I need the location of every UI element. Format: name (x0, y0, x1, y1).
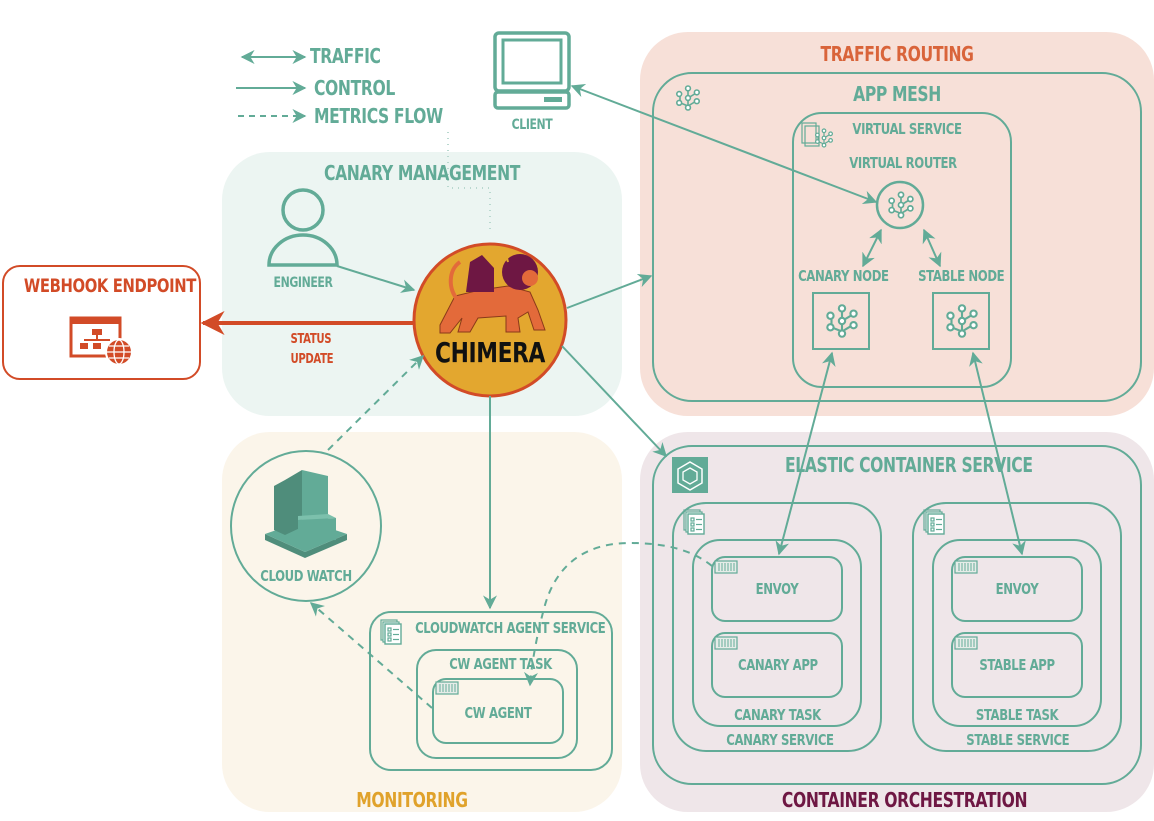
legend-traffic-label: TRAFFIC (310, 44, 381, 68)
canary-envoy-box[interactable] (711, 556, 843, 622)
virtual-router-label: VIRTUAL ROUTER (849, 154, 957, 172)
client-router-traffic (570, 83, 878, 205)
cw-agent-service-label: CLOUDWATCH AGENT SERVICE (415, 619, 606, 637)
stable-envoy-container-icon (954, 560, 978, 574)
cw-agent-to-cloudwatch-metrics (309, 602, 433, 709)
stable-service-icon (923, 509, 945, 535)
virtual-service-label: VIRTUAL SERVICE (852, 120, 962, 138)
engineer-label: ENGINEER (273, 275, 333, 291)
cloudwatch-label: CLOUD WATCH (260, 567, 352, 585)
engineer-to-chimera-arrow (336, 265, 416, 293)
cw-agent-service-icon (380, 619, 402, 645)
cw-agent-task-box[interactable] (416, 649, 578, 759)
virtual-service-box[interactable] (792, 112, 1012, 388)
webhook-web-icon (69, 316, 133, 366)
cw-agent-box[interactable] (432, 678, 564, 744)
stable-envoy-label: ENVOY (995, 580, 1039, 598)
canary-task-label: CANARY TASK (734, 706, 821, 724)
canary-node-box[interactable] (812, 292, 870, 350)
canary-service-icon (683, 509, 705, 535)
webhook-endpoint-box[interactable] (2, 265, 201, 380)
stable-node-envoy-traffic (969, 351, 1026, 556)
canary-management-title: CANARY MANAGEMENT (324, 161, 520, 185)
cw-agent-label: CW AGENT (464, 704, 532, 722)
virtual-router-circle[interactable] (875, 180, 925, 230)
virtual-router-icon (888, 191, 914, 219)
cloudwatch-icon (265, 470, 347, 558)
legend-control-label: CONTROL (314, 76, 395, 100)
container-orchestration-title: CONTAINER ORCHESTRATION (781, 788, 1028, 812)
canary-envoy-container-icon (714, 560, 738, 574)
stable-node-box[interactable] (932, 292, 990, 350)
canary-envoy-label: ENVOY (755, 580, 799, 598)
status-update-label-line2: UPDATE (290, 352, 334, 367)
container-orchestration-region (640, 432, 1154, 812)
canary-app-container-icon (714, 636, 738, 650)
client-computer-icon (493, 31, 571, 110)
cloudwatch-circle[interactable] (230, 450, 382, 602)
webhook-endpoint-title: WEBHOOK ENDPOINT (23, 275, 196, 297)
cloudwatch-agent-service-box[interactable] (369, 611, 613, 771)
stable-task-label: STABLE TASK (975, 706, 1059, 724)
canary-node-envoy-traffic (775, 351, 836, 556)
envoy-to-cw-agent-metrics (524, 541, 713, 687)
chimera-wordmark: CHIMERA (434, 336, 546, 369)
client-label: CLIENT (511, 117, 553, 133)
engineer-person-icon (267, 188, 339, 267)
stable-app-box[interactable] (951, 632, 1083, 698)
stable-node-icon (946, 304, 978, 338)
chimera-to-app-mesh-arrow (566, 273, 653, 309)
monitoring-title: MONITORING (356, 788, 468, 812)
ecs-icon (672, 457, 708, 493)
stable-app-label: STABLE APP (979, 656, 1055, 674)
cw-agent-container-icon (435, 681, 459, 695)
legend-metrics-label: METRICS FLOW (314, 104, 443, 128)
stable-node-label: STABLE NODE (918, 267, 1005, 285)
traffic-routing-title: TRAFFIC ROUTING (820, 42, 974, 66)
stable-envoy-box[interactable] (951, 556, 1083, 622)
stable-app-container-icon (954, 636, 978, 650)
canary-node-icon (826, 304, 858, 338)
router-stable-node-traffic (922, 228, 942, 268)
chimera-to-ecs-arrow (561, 345, 667, 458)
app-mesh-box[interactable] (652, 72, 1142, 402)
virtual-service-icon (801, 122, 834, 148)
stable-service-label: STABLE SERVICE (966, 731, 1070, 749)
router-canary-node-traffic (862, 228, 882, 268)
canary-app-label: CANARY APP (738, 656, 818, 674)
canary-node-label: CANARY NODE (798, 267, 889, 285)
status-update-label-line1: STATUS (290, 332, 332, 347)
app-mesh-title: APP MESH (853, 82, 941, 106)
ecs-title: ELASTIC CONTAINER SERVICE (785, 453, 1033, 477)
canary-app-box[interactable] (711, 632, 843, 698)
app-mesh-icon (675, 85, 701, 111)
ecs-box[interactable] (652, 445, 1142, 785)
canary-service-label: CANARY SERVICE (726, 731, 834, 749)
cw-agent-task-label: CW AGENT TASK (449, 655, 552, 673)
cloudwatch-to-chimera-metrics (327, 355, 424, 451)
chimera-logo[interactable] (412, 242, 568, 398)
